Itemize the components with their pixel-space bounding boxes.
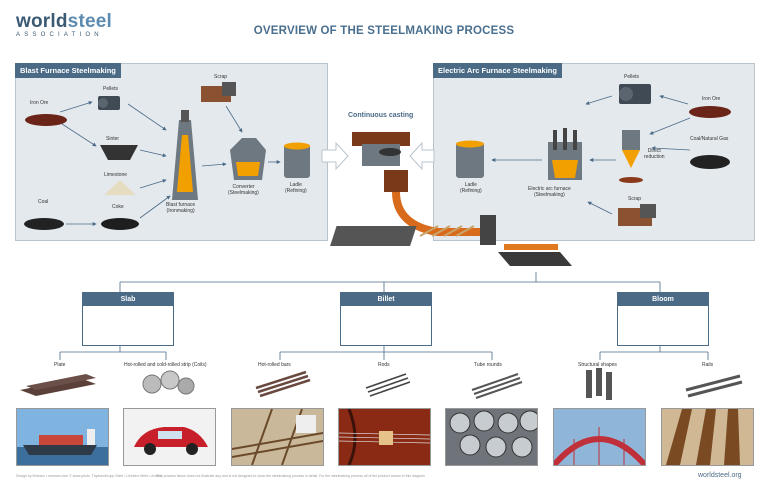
arrow-gas-direct	[651, 146, 691, 151]
arrow-pellets-eaf	[585, 95, 613, 105]
arrow-ore-sinter	[61, 123, 97, 147]
page-title: OVERVIEW OF THE STEELMAKING PROCESS	[253, 25, 515, 37]
product-box-bloom: Bloom	[617, 292, 709, 346]
pellet-machine-icon-eaf	[619, 84, 651, 104]
blast-furnace-panel-title: Blast Furnace Steelmaking	[15, 63, 121, 78]
converter-icon	[230, 138, 266, 180]
arrow-sinter-bf	[139, 149, 167, 158]
label-hot-rolled-bars: Hot-rolled bars	[258, 362, 291, 368]
footer-disclaimer: This process tissue does not illustrate …	[156, 474, 425, 478]
label-scrap-eaf: Scrap	[628, 196, 642, 202]
label-iron-ore-eaf: Iron Ore	[702, 96, 721, 102]
tube-rounds-image	[471, 373, 523, 399]
label-rods: Rods	[378, 362, 390, 368]
arrow-eaf-ore-pellets	[659, 94, 689, 105]
photo-guitar	[338, 408, 431, 466]
product-box-slab-title: Slab	[83, 293, 173, 306]
electric-arc-panel	[433, 63, 755, 241]
arrow-ore-direct	[649, 117, 691, 135]
label-scrap-bf: Scrap	[214, 74, 228, 80]
arrow-scrap-eaf	[587, 201, 613, 215]
worldsteel-logo: worldsteel ASSOCIATION	[16, 12, 116, 42]
product-box-billet: Billet	[340, 292, 432, 346]
iron-ore-pile	[25, 114, 67, 126]
blast-furnace-icon	[172, 110, 198, 200]
label-ladle-bf: Ladle (Refining)	[285, 182, 307, 194]
arrow-eaf-to-casting	[409, 141, 435, 171]
ladle-icon-eaf	[456, 140, 484, 178]
blast-furnace-panel	[15, 63, 328, 241]
product-box-slab: Slab	[82, 292, 174, 346]
product-tree-lines	[59, 272, 709, 360]
coal-gas-pile	[690, 155, 730, 169]
label-converter: Converter (Steelmaking)	[228, 184, 259, 196]
arrow-ore-pellets	[59, 101, 93, 113]
arrow-pellets-bf	[127, 103, 167, 131]
plate-image	[20, 374, 96, 396]
label-blast-furnace: Blast furnace (Ironmaking)	[166, 202, 196, 214]
label-coal-gas: Coal/Natural Gas	[690, 136, 729, 142]
sinter-pile	[100, 145, 138, 160]
electric-arc-panel-title: Electric Arc Furnace Steelmaking	[433, 63, 562, 78]
product-box-billet-title: Billet	[341, 293, 431, 306]
label-electric-arc-furnace: Electric arc furnace (Steelmaking)	[528, 186, 571, 198]
iron-ore-pile-eaf	[689, 106, 731, 118]
arrow-bf-converter	[201, 162, 227, 167]
label-coal: Coal	[38, 199, 49, 205]
photo-bridge	[553, 408, 646, 466]
label-hot-rolled-strip: Hot-rolled and cold-rolled strip (Coils)	[124, 362, 207, 368]
coils-image	[142, 370, 195, 395]
limestone-pile	[104, 180, 136, 195]
photo-rails	[661, 408, 754, 466]
logo-subtitle: ASSOCIATION	[16, 32, 103, 38]
label-iron-ore: Iron Ore	[30, 100, 49, 106]
ladle-icon-bf	[284, 142, 310, 178]
photo-ship	[16, 408, 109, 466]
structural-shapes-image	[586, 368, 612, 400]
product-box-bloom-title: Bloom	[618, 293, 708, 306]
pellet-machine-icon	[98, 96, 120, 110]
label-pellets: Pellets	[103, 86, 119, 92]
arrow-scrap-converter	[225, 105, 243, 133]
label-plate: Plate	[54, 362, 66, 368]
label-tube-rounds: Tube rounds	[474, 362, 502, 368]
rods-image	[365, 373, 411, 397]
label-direct-reduction: Direct reduction	[644, 148, 665, 160]
scrap-pile-bf	[201, 82, 236, 102]
footer-credits: Design by Moesen • moesen.com © www.phot…	[16, 474, 163, 478]
label-sinter: Sinter	[106, 136, 120, 142]
logo-word-2: steel	[67, 11, 112, 32]
arrow-coke-bf	[139, 195, 171, 219]
label-rails: Rails	[702, 362, 714, 368]
coal-pile	[24, 218, 64, 230]
hot-rolled-bars-image	[255, 370, 311, 398]
arrow-limestone-bf	[139, 179, 167, 189]
label-coke: Coke	[112, 204, 124, 210]
direct-reduction-icon	[619, 130, 643, 183]
continuous-casting-label: Continuous casting	[348, 112, 414, 119]
label-pellets-eaf: Pellets	[624, 74, 640, 80]
label-limestone: Limestone	[104, 172, 128, 178]
continuous-caster-icon	[330, 132, 572, 266]
photo-tubes	[445, 408, 538, 466]
label-structural-shapes: Structural shapes	[578, 362, 617, 368]
coke-pile	[101, 218, 139, 230]
arrow-bf-to-casting	[321, 141, 349, 171]
photo-rebar	[231, 408, 324, 466]
logo-word-1: world	[16, 11, 68, 32]
photo-car	[123, 408, 216, 466]
label-ladle-eaf: Ladle (Refining)	[460, 182, 482, 194]
electric-arc-furnace-icon	[548, 128, 582, 180]
scrap-pile-eaf	[618, 204, 656, 226]
footer-url[interactable]: worldsteel.org	[698, 472, 742, 479]
rails-image	[685, 374, 743, 398]
